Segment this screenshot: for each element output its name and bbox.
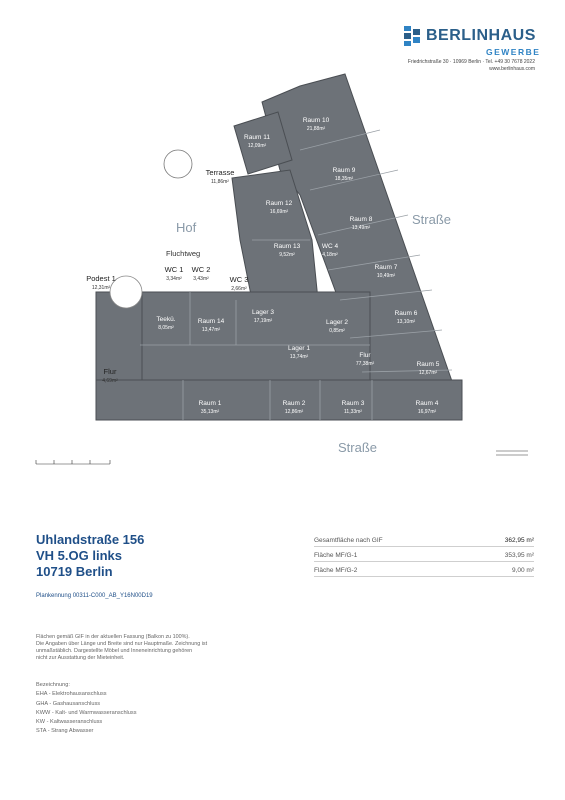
area-row: Gesamtfläche nach GIF 362,95 m² bbox=[314, 532, 534, 547]
room-area: 21,88m² bbox=[307, 126, 326, 132]
room-name: Flur bbox=[104, 367, 117, 376]
room-area: 12,86m² bbox=[285, 409, 304, 415]
company-address: Friedrichstraße 30 · 10969 Berlin · Tel.… bbox=[407, 59, 535, 65]
room-name: Lager 3 bbox=[252, 309, 274, 316]
room-name: WC 1 bbox=[165, 265, 184, 274]
room-area: 11,33m² bbox=[344, 409, 362, 415]
legend-title: Bezeichnung: bbox=[36, 682, 70, 688]
area-row: Fläche MF/G-1 353,95 m² bbox=[314, 547, 534, 562]
room-area: 12,31m² bbox=[92, 285, 111, 291]
room-area: 10,49m² bbox=[377, 273, 396, 279]
room-name: Raum 10 bbox=[303, 117, 330, 124]
legend: Bezeichnung: EHA - Elektrohausanschluss … bbox=[36, 681, 137, 737]
room-name: Raum 2 bbox=[283, 400, 306, 407]
room-name: Raum 3 bbox=[342, 400, 365, 407]
label-strasse-east: Straße bbox=[412, 212, 451, 227]
room-name: Raum 9 bbox=[333, 167, 356, 174]
legend-item: EHA - Elektrohausanschluss bbox=[36, 691, 107, 698]
address-street: Uhlandstraße 156 bbox=[36, 532, 145, 547]
floor-plan: Hof Straße Straße Fluchtweg Raum 10 21,88… bbox=[35, 73, 528, 465]
room-name: Raum 7 bbox=[375, 264, 398, 271]
room-area: 9,52m² bbox=[279, 252, 295, 258]
room-area: 13,49m² bbox=[352, 225, 371, 231]
room-area: 4,18m² bbox=[322, 252, 338, 258]
scale-bar bbox=[35, 460, 111, 465]
room-name: Raum 13 bbox=[274, 243, 301, 250]
room-area: 13,47m² bbox=[202, 327, 221, 333]
room-name: Raum 1 bbox=[199, 400, 222, 407]
room-area: 16,97m² bbox=[418, 409, 437, 415]
room-name: Podest 1 bbox=[86, 274, 116, 283]
room-name: WC 3 bbox=[230, 275, 249, 284]
area-row: Fläche MF/G-2 9,00 m² bbox=[314, 562, 534, 577]
berlinhaus-logo-icon bbox=[404, 26, 420, 46]
room-name: Flur bbox=[359, 352, 371, 359]
legend-item: KW - Kaltwasseranschluss bbox=[36, 719, 103, 726]
label-hof: Hof bbox=[176, 220, 197, 235]
area-value: 9,00 m² bbox=[511, 567, 534, 574]
brand-name: BERLINHAUS bbox=[426, 27, 536, 44]
room-name: Terrasse bbox=[206, 168, 235, 177]
room-area: 0,85m² bbox=[329, 328, 345, 334]
area-value: 353,95 m² bbox=[504, 552, 534, 559]
label-strasse-south: Straße bbox=[338, 440, 377, 455]
room-area: 17,19m² bbox=[254, 318, 273, 324]
room-name: Raum 14 bbox=[198, 318, 225, 325]
label-fluchtweg: Fluchtweg bbox=[166, 249, 200, 258]
room-area: 11,86m² bbox=[211, 179, 229, 185]
legend-item: KWW - Kalt- und Warmwasseranschluss bbox=[36, 709, 137, 716]
area-label: Fläche MF/G-2 bbox=[314, 567, 358, 574]
area-label: Gesamtfläche nach GIF bbox=[314, 537, 383, 544]
room-name: Raum 6 bbox=[395, 310, 418, 317]
area-label: Fläche MF/G-1 bbox=[314, 552, 358, 559]
room-name: WC 4 bbox=[322, 243, 339, 250]
note-line: Die Angaben über Länge und Breite sind n… bbox=[36, 641, 208, 647]
room-area: 4,69m² bbox=[102, 378, 118, 384]
room-name: Raum 11 bbox=[244, 134, 270, 141]
room-area: 2,66m² bbox=[231, 286, 247, 292]
plan-id: Plankennung 00311-C000_AB_Y16N00D19 bbox=[36, 593, 153, 599]
room-area: 35,13m² bbox=[201, 409, 220, 415]
room-name: Raum 4 bbox=[416, 400, 439, 407]
brand-subtitle: GEWERBE bbox=[486, 47, 541, 57]
room-area: 13,74m² bbox=[290, 354, 309, 360]
room-name: Lager 1 bbox=[288, 345, 310, 352]
legend-item: STA - Strang Abwasser bbox=[36, 728, 94, 735]
room-area: 13,10m² bbox=[397, 319, 416, 325]
area-value: 362,95 m² bbox=[504, 537, 534, 544]
note-line: Flächen gemäß GIF in der aktuellen Fassu… bbox=[36, 634, 190, 640]
room-area: 77,38m² bbox=[356, 361, 375, 367]
room-area: 12,09m² bbox=[248, 143, 267, 149]
room-area: 16,69m² bbox=[270, 209, 289, 215]
address-unit: VH 5.OG links bbox=[36, 548, 122, 563]
legend-item: GHA - Gashausanschluss bbox=[36, 700, 101, 707]
room-area: 18,35m² bbox=[335, 176, 354, 182]
area-table: Gesamtfläche nach GIF 362,95 m² Fläche MF… bbox=[314, 532, 534, 577]
room-area: 3,43m² bbox=[193, 276, 209, 282]
north-arrow bbox=[496, 450, 528, 456]
terrace-stair-icon bbox=[163, 149, 193, 179]
room-name: Teekü. bbox=[156, 316, 175, 323]
room-name: Raum 8 bbox=[350, 216, 373, 223]
room-name: Raum 5 bbox=[417, 361, 440, 368]
brand-logo: BERLINHAUS bbox=[404, 26, 544, 48]
company-website[interactable]: www.berlinhaus.com bbox=[489, 66, 535, 72]
room-name: Raum 12 bbox=[266, 200, 293, 207]
room-area: 8,05m² bbox=[158, 325, 174, 331]
room-name: WC 2 bbox=[192, 265, 211, 274]
note-line: unmaßstäblich. Dargestellte Möbel und In… bbox=[36, 648, 193, 654]
note-line: nicht zur Ausstattung der Mieteinheit. bbox=[36, 655, 125, 661]
room-area: 3,34m² bbox=[166, 276, 182, 282]
address-city: 10719 Berlin bbox=[36, 564, 113, 579]
room-name: Lager 2 bbox=[326, 319, 348, 326]
spiral-stair-icon bbox=[109, 275, 143, 309]
room-area: 12,67m² bbox=[419, 370, 438, 376]
